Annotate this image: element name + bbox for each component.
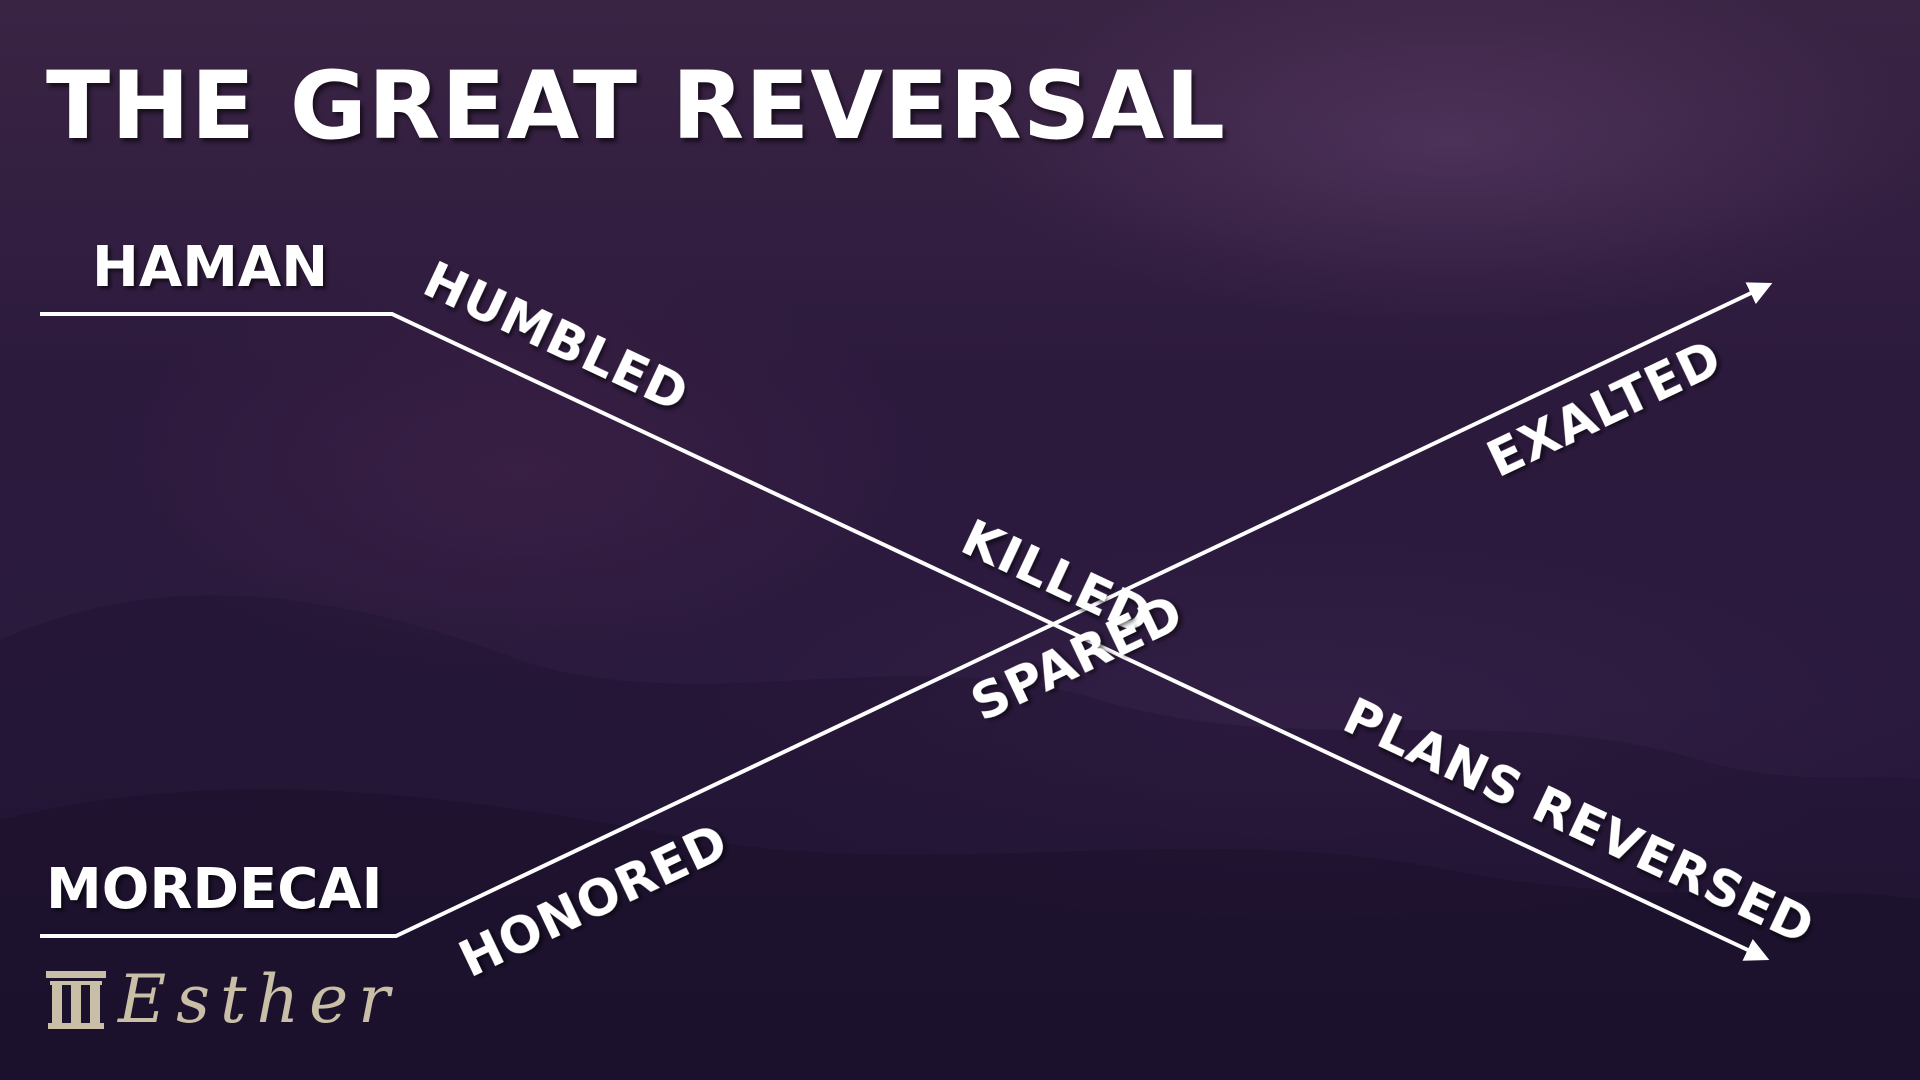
mordecai-path-line — [40, 282, 1773, 938]
pillars-icon — [46, 971, 106, 1029]
label-humbled: HUMBLED — [415, 250, 698, 423]
haman-label: HAMAN — [92, 235, 329, 300]
logo-wordmark: Esther — [118, 961, 400, 1038]
label-honored: HONORED — [450, 812, 737, 989]
label-exalted: EXALTED — [1478, 328, 1730, 488]
esther-logo: Esther — [44, 965, 400, 1035]
mordecai-label: MORDECAI — [46, 857, 383, 922]
slide-title: THE GREAT REVERSAL — [46, 52, 1227, 161]
label-plans-reversed: PLANS REVERSED — [1335, 686, 1823, 956]
haman-path-line — [40, 312, 1770, 961]
